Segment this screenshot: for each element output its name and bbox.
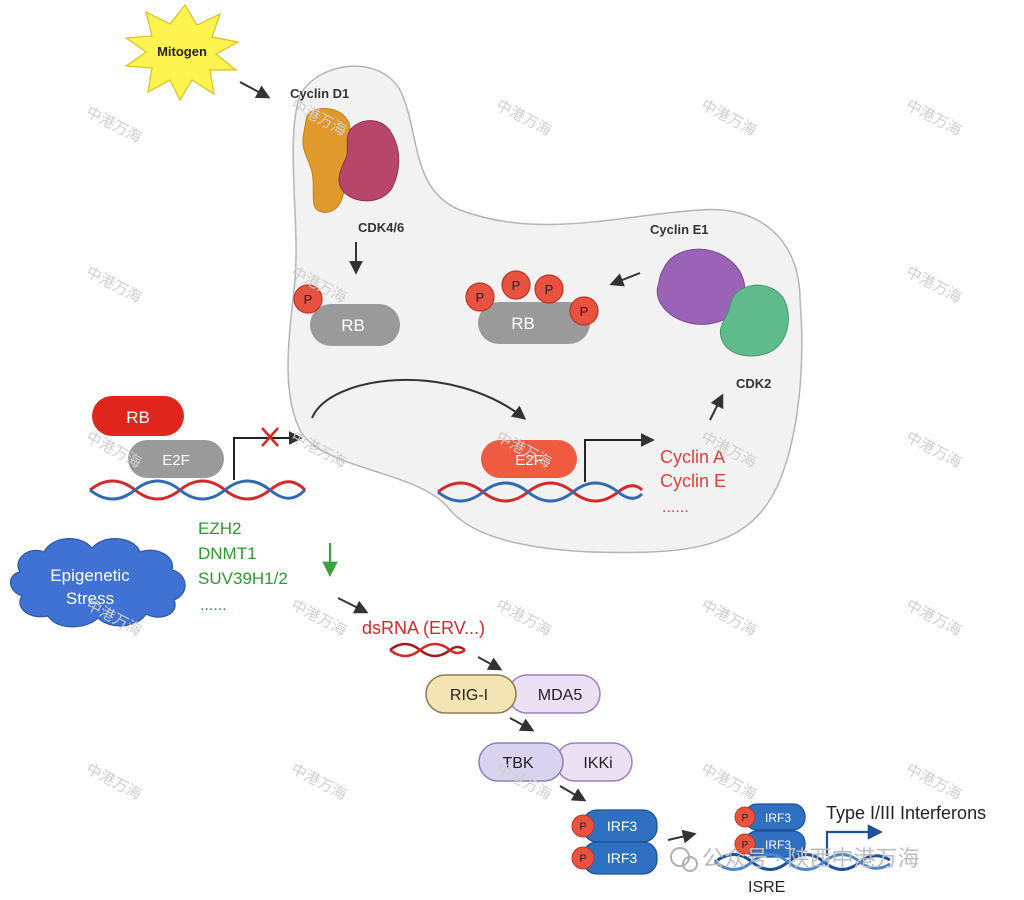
ezh2-label: EZH2 [198, 519, 241, 538]
e2f-active [481, 440, 577, 478]
arrow-irf3-to-nucleus [667, 829, 697, 844]
wechat-watermark: 公众号 · 陕西中港万海 [670, 846, 920, 872]
cdk46-label: CDK4/6 [358, 220, 404, 235]
phospho-circle [465, 282, 495, 312]
watermark: 中港万海 [83, 264, 144, 307]
watermark: 中港万海 [83, 104, 144, 147]
dna-helix-left [89, 479, 307, 501]
phospho-label: P [476, 290, 485, 305]
rb-active-label: RB [126, 408, 150, 427]
tbk-kinase [478, 742, 564, 782]
watermark: 中港万海 [493, 597, 554, 640]
rb-label-1: RB [341, 316, 365, 335]
arrow-tbk-to-irf3 [559, 785, 587, 802]
rb-active [92, 396, 184, 436]
promoter-blocked [233, 431, 303, 480]
regulators-ellipsis: ...... [200, 597, 227, 614]
rigi-sensor [425, 674, 517, 714]
phospho-label: P [579, 853, 586, 865]
phospho-circle [734, 833, 756, 855]
promoter-active [584, 433, 655, 482]
targets-ellipsis: ...... [662, 499, 689, 516]
cyclin-d1-label: Cyclin D1 [290, 86, 349, 101]
rigi-label: RIG-I [450, 687, 488, 704]
dna-helix-right [437, 481, 644, 503]
arrow-rigi-to-tbk [509, 717, 535, 732]
phospho-circle [734, 806, 756, 828]
suv39-label: SUV39H1/2 [198, 569, 288, 588]
arrow-rb-release [311, 378, 527, 420]
watermark: 中港万海 [903, 429, 964, 472]
irf3-label: IRF3 [607, 818, 638, 834]
phospho-label: P [304, 292, 313, 307]
cyclin-d1-protein [302, 108, 351, 213]
rb-hyperphosphorylated [478, 302, 590, 344]
irf3-label: IRF3 [765, 811, 791, 825]
mitogen-burst [124, 3, 240, 102]
epigenetic-label-2: Stress [66, 589, 114, 608]
cdk2-protein [719, 284, 789, 357]
irf3-label: IRF3 [607, 850, 638, 866]
phospho-label: P [512, 278, 521, 293]
phospho-label: P [545, 282, 554, 297]
cyclin-e-target: Cyclin E [660, 471, 726, 491]
watermark: 中港万海 [493, 97, 554, 140]
e2f-active-label: E2F [515, 452, 543, 469]
arrow-to-dsrna [337, 597, 369, 614]
irf3-label: IRF3 [765, 838, 791, 852]
watermark: 中港万海 [698, 597, 759, 640]
watermark: 中港万海 [288, 597, 349, 640]
arrow-cyclin-e-to-rb [609, 272, 641, 287]
dsrna-helix [389, 642, 466, 658]
watermark: 中港万海 [288, 761, 349, 804]
watermark: 中港万海 [903, 761, 964, 804]
watermark: 中港万海 [903, 264, 964, 307]
cyclin-e1-label: Cyclin E1 [650, 222, 709, 237]
watermark: 中港万海 [903, 597, 964, 640]
cdk46-protein [338, 120, 400, 202]
mda5-label: MDA5 [538, 687, 583, 704]
arrow-mitogen-to-cyclin [239, 81, 271, 99]
phospho-circle [501, 270, 531, 300]
promoter-isre [825, 824, 884, 856]
phospho-circle [293, 284, 323, 314]
wechat-icon-small [682, 856, 698, 872]
phospho-circle [571, 846, 595, 870]
phospho-label: P [579, 821, 586, 833]
e2f-repressed [128, 440, 224, 478]
phospho-label: P [742, 813, 749, 824]
phospho-circle [569, 296, 599, 326]
rb-label-2: RB [511, 314, 535, 333]
dna-helix-isre [714, 853, 891, 871]
phospho-label: P [742, 840, 749, 851]
phospho-circle [534, 274, 564, 304]
footer-watermark: 公众号 · 陕西中港万海 [702, 846, 920, 871]
dsrna-label: dsRNA (ERV...) [362, 618, 485, 638]
interferons-label: Type I/III Interferons [826, 803, 986, 823]
epigenetic-stress-cloud [9, 538, 186, 628]
tbk-label: TBK [502, 755, 533, 772]
epigenetic-label-1: Epigenetic [50, 566, 130, 585]
watermark: 中港万海 [698, 761, 759, 804]
dnmt1-label: DNMT1 [198, 544, 257, 563]
isre-label: ISRE [748, 879, 785, 896]
ikki-label: IKKi [583, 755, 612, 772]
rb-hypophosphorylated [310, 304, 400, 346]
watermark: 中港万海 [83, 761, 144, 804]
watermark: 中港万海 [698, 97, 759, 140]
e2f-repressed-label: E2F [162, 452, 190, 469]
mitogen-label: Mitogen [157, 44, 207, 59]
phospho-label: P [580, 304, 589, 319]
arrow-dsrna-to-rigi [477, 656, 503, 671]
cdk2-label: CDK2 [736, 376, 771, 391]
watermark: 中港万海 [903, 97, 964, 140]
cyclin-e1-protein [656, 248, 746, 325]
phospho-circle [571, 814, 595, 838]
cyclin-a-target: Cyclin A [660, 447, 725, 467]
arrow-e2f-targets-to-cyclin-e [709, 393, 724, 421]
block-x-2 [261, 427, 279, 447]
